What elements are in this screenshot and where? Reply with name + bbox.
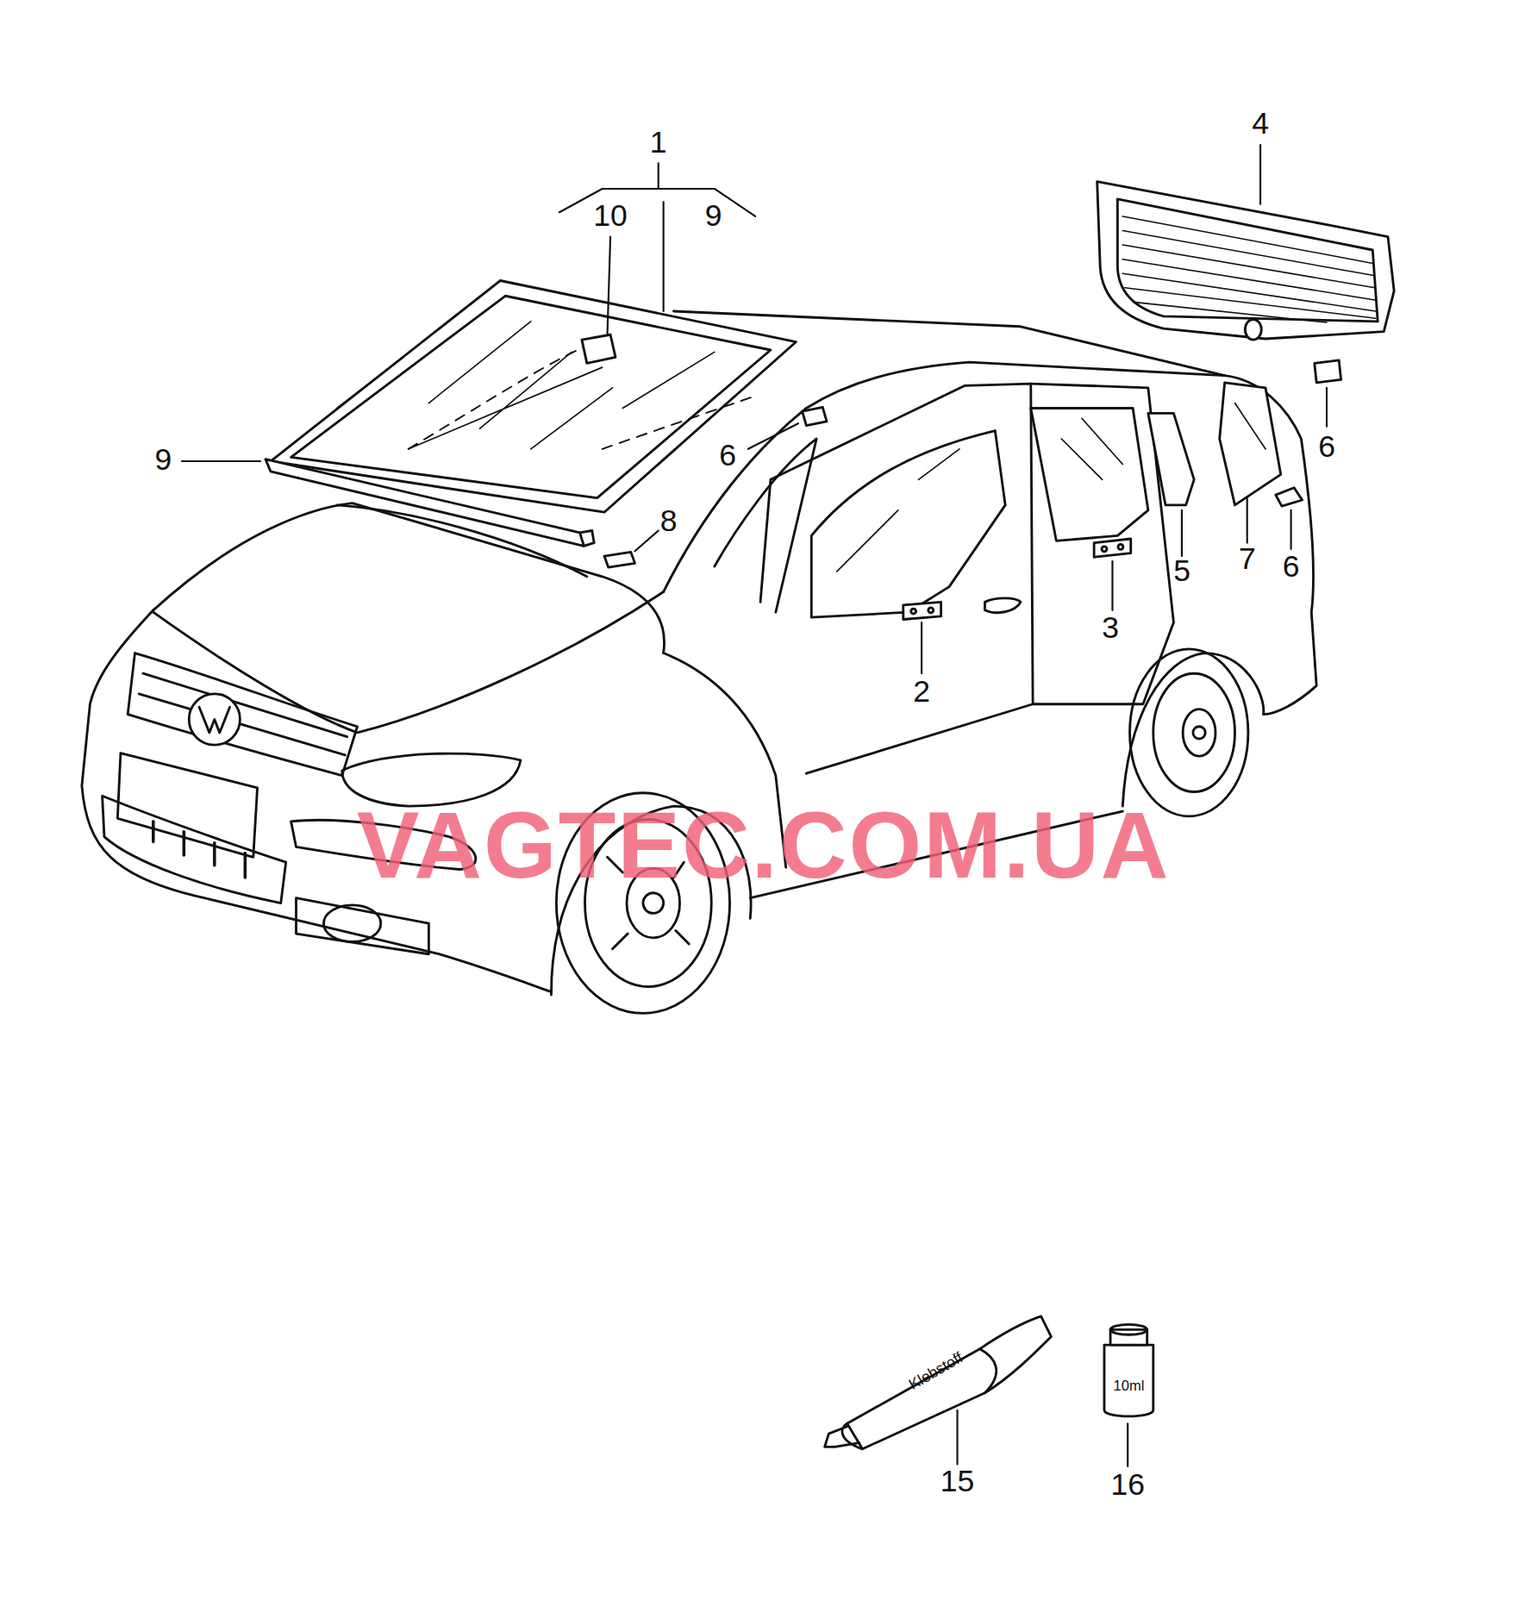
callout-number: 10: [593, 200, 628, 232]
callout-number: 9: [705, 200, 723, 232]
callout-number: 15: [940, 1466, 975, 1498]
callout-number: 6: [1318, 431, 1336, 463]
callout-number: 2: [912, 676, 931, 708]
bottle-label: 10ml: [1113, 1379, 1145, 1394]
callout-number: 7: [1238, 543, 1257, 575]
callout-number: 3: [1101, 613, 1119, 645]
callout-number: 6: [718, 440, 737, 472]
callout-number: 8: [660, 506, 678, 538]
callout-number: 5: [1173, 556, 1191, 588]
callout-number: 16: [1111, 1469, 1146, 1501]
callout-number: 9: [155, 444, 173, 476]
watermark: VAGTEC.COM.UA: [356, 798, 1171, 893]
callout-number: 1: [649, 127, 668, 159]
callout-number: 4: [1251, 109, 1269, 141]
callout-number: 6: [1282, 552, 1300, 584]
